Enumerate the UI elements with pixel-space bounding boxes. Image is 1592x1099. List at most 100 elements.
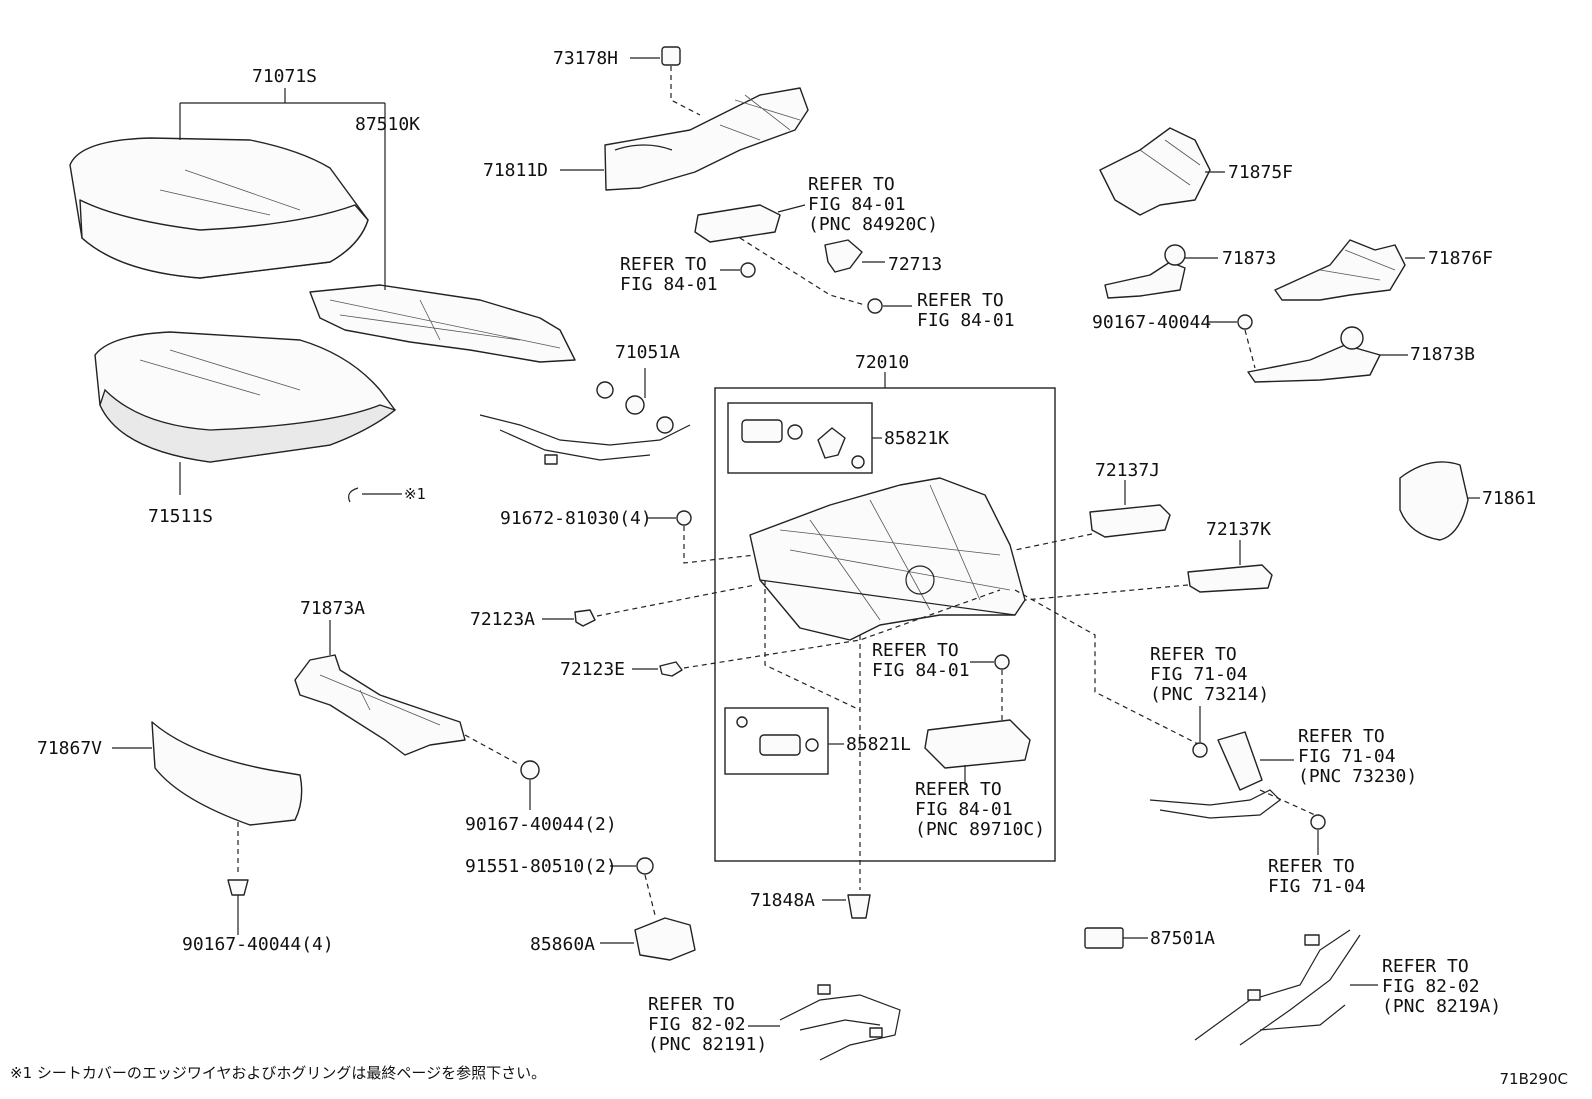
label-71051A: 71051A — [615, 342, 680, 363]
part-72137K — [1187, 564, 1273, 593]
label-ref-b2: FIG 84-01 — [917, 310, 1015, 331]
label-ref-a1: REFER TO — [620, 254, 707, 275]
label-ref-84920-1: REFER TO — [808, 174, 895, 195]
label-ref-89710-2: FIG 84-01 — [915, 799, 1013, 820]
part-screw-b — [867, 298, 883, 314]
label-ref-84920-3: (PNC 84920C) — [808, 214, 938, 235]
part-ecu-89710C — [924, 719, 1031, 769]
part-72713 — [824, 239, 863, 273]
part-seat-switch — [694, 204, 781, 243]
label-71848A: 71848A — [750, 890, 815, 911]
label-90167-40044-2: 90167-40044(2) — [465, 814, 617, 835]
part-side-shield — [604, 87, 809, 191]
part-85821L-motor — [736, 716, 819, 756]
part-seat-belt-buckle — [1149, 731, 1281, 819]
label-ref-8219A-3: (PNC 8219A) — [1382, 996, 1501, 1017]
part-72123E — [659, 661, 683, 677]
label-ref-84920-2: FIG 84-01 — [808, 194, 906, 215]
label-71873A: 71873A — [300, 598, 365, 619]
label-85821K: 85821K — [884, 428, 949, 449]
label-71867V: 71867V — [37, 738, 102, 759]
label-ref-73214-3: (PNC 73214) — [1150, 684, 1269, 705]
label-ref-d2: FIG 71-04 — [1268, 876, 1366, 897]
label-72123A: 72123A — [470, 609, 535, 630]
label-85860A: 85860A — [530, 934, 595, 955]
figure-code: 71B290C — [1499, 1070, 1568, 1088]
part-87501A — [1084, 927, 1124, 949]
part-71876F — [1274, 239, 1406, 301]
label-ref-82191-1: REFER TO — [648, 994, 735, 1015]
label-71861: 71861 — [1482, 488, 1536, 509]
label-ref-8219A-2: FIG 82-02 — [1382, 976, 1480, 997]
label-85821L: 85821L — [846, 734, 911, 755]
label-ref-82191-2: FIG 82-02 — [648, 1014, 746, 1035]
label-72010: 72010 — [855, 352, 909, 373]
label-71876F: 71876F — [1428, 248, 1493, 269]
label-73178H: 73178H — [553, 48, 618, 69]
part-85821K-motor — [741, 419, 865, 469]
part-clip-90167 — [1237, 314, 1253, 330]
part-71873A — [294, 654, 466, 756]
footnote: ※1 シートカバーのエッジワイヤおよびホグリングは最終ページを参照下さい。 — [10, 1064, 547, 1082]
part-bolt-91672 — [676, 510, 692, 526]
part-seat-heater — [309, 284, 576, 363]
label-ref-82191-3: (PNC 82191) — [648, 1034, 767, 1055]
subassembly-85821L-box — [724, 707, 829, 775]
label-ref-c2: FIG 84-01 — [872, 660, 970, 681]
label-71875F: 71875F — [1228, 162, 1293, 183]
part-seat-cover — [69, 137, 369, 279]
label-ref-73230-2: FIG 71-04 — [1298, 746, 1396, 767]
label-90167-40044-4: 90167-40044(4) — [182, 934, 334, 955]
label-72123E: 72123E — [560, 659, 625, 680]
leader-71071S — [179, 88, 385, 140]
part-85860A — [634, 917, 696, 961]
part-71848A — [847, 894, 871, 919]
label-91551-80510: 91551-80510(2) — [465, 856, 617, 877]
label-91672-81030: 91672-81030(4) — [500, 508, 652, 529]
label-90167-40044: 90167-40044 — [1092, 312, 1211, 333]
label-71811D: 71811D — [483, 160, 548, 181]
part-cushion-pad — [94, 331, 397, 463]
label-71071S: 71071S — [252, 66, 317, 87]
label-72137K: 72137K — [1206, 519, 1271, 540]
part-73178H — [661, 46, 681, 66]
part-71051A-harness — [479, 381, 691, 465]
label-ref-73230-1: REFER TO — [1298, 726, 1385, 747]
label-ref-73230-3: (PNC 73230) — [1298, 766, 1417, 787]
part-nut-71-04 — [1310, 814, 1326, 830]
label-ref-89710-3: (PNC 89710C) — [915, 819, 1045, 840]
label-ref-73214-2: FIG 71-04 — [1150, 664, 1248, 685]
part-clip-90167-2 — [520, 760, 540, 780]
label-ref-8219A-1: REFER TO — [1382, 956, 1469, 977]
part-bolt-91551 — [636, 857, 654, 875]
part-71867V — [151, 721, 303, 826]
part-nut-73214 — [1192, 742, 1208, 758]
label-ref-a2: FIG 84-01 — [620, 274, 718, 295]
part-clip-90167-4 — [227, 879, 249, 896]
label-71873B: 71873B — [1410, 344, 1475, 365]
part-71873 — [1104, 261, 1186, 299]
label-71873: 71873 — [1222, 248, 1276, 269]
part-seat-frame — [749, 477, 1026, 641]
label-71511S: 71511S — [148, 506, 213, 527]
part-screw-c — [994, 654, 1010, 670]
label-ref-89710-1: REFER TO — [915, 779, 1002, 800]
label-note: ※1 — [404, 485, 426, 503]
label-72713: 72713 — [888, 254, 942, 275]
label-ref-b1: REFER TO — [917, 290, 1004, 311]
label-87510K: 87510K — [355, 114, 420, 135]
part-harness-8219A — [1194, 929, 1361, 1046]
part-harness-82191 — [779, 984, 901, 1061]
part-72137J — [1089, 504, 1171, 538]
label-ref-73214-1: REFER TO — [1150, 644, 1237, 665]
label-72137J: 72137J — [1095, 460, 1160, 481]
hog-ring-icon — [348, 487, 359, 503]
label-87501A: 87501A — [1150, 928, 1215, 949]
label-ref-d1: REFER TO — [1268, 856, 1355, 877]
part-72123A — [574, 609, 596, 627]
part-71861 — [1399, 461, 1469, 541]
label-ref-c1: REFER TO — [872, 640, 959, 661]
part-71875F — [1099, 127, 1211, 216]
part-71873B — [1247, 344, 1381, 383]
